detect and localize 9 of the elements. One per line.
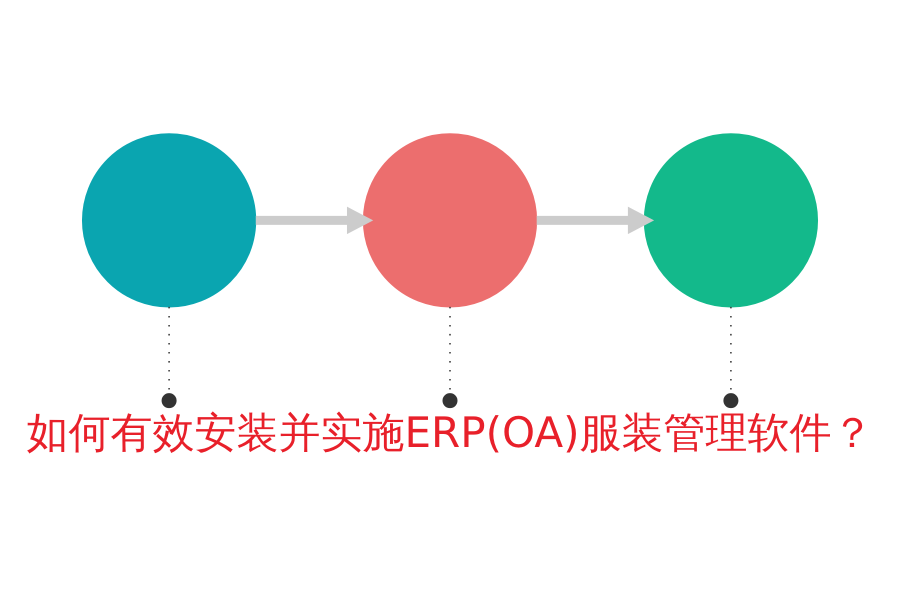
node-circle — [723, 393, 738, 408]
arrow — [256, 206, 374, 234]
node-circle — [162, 393, 177, 408]
node-circle — [644, 133, 818, 308]
node-circle — [82, 133, 256, 308]
arrow — [536, 206, 654, 234]
diagram-title: 如何有效安装并实施ERP(OA)服装管理软件？ — [26, 408, 874, 458]
node-circle — [442, 393, 458, 408]
node-circle — [362, 133, 538, 308]
